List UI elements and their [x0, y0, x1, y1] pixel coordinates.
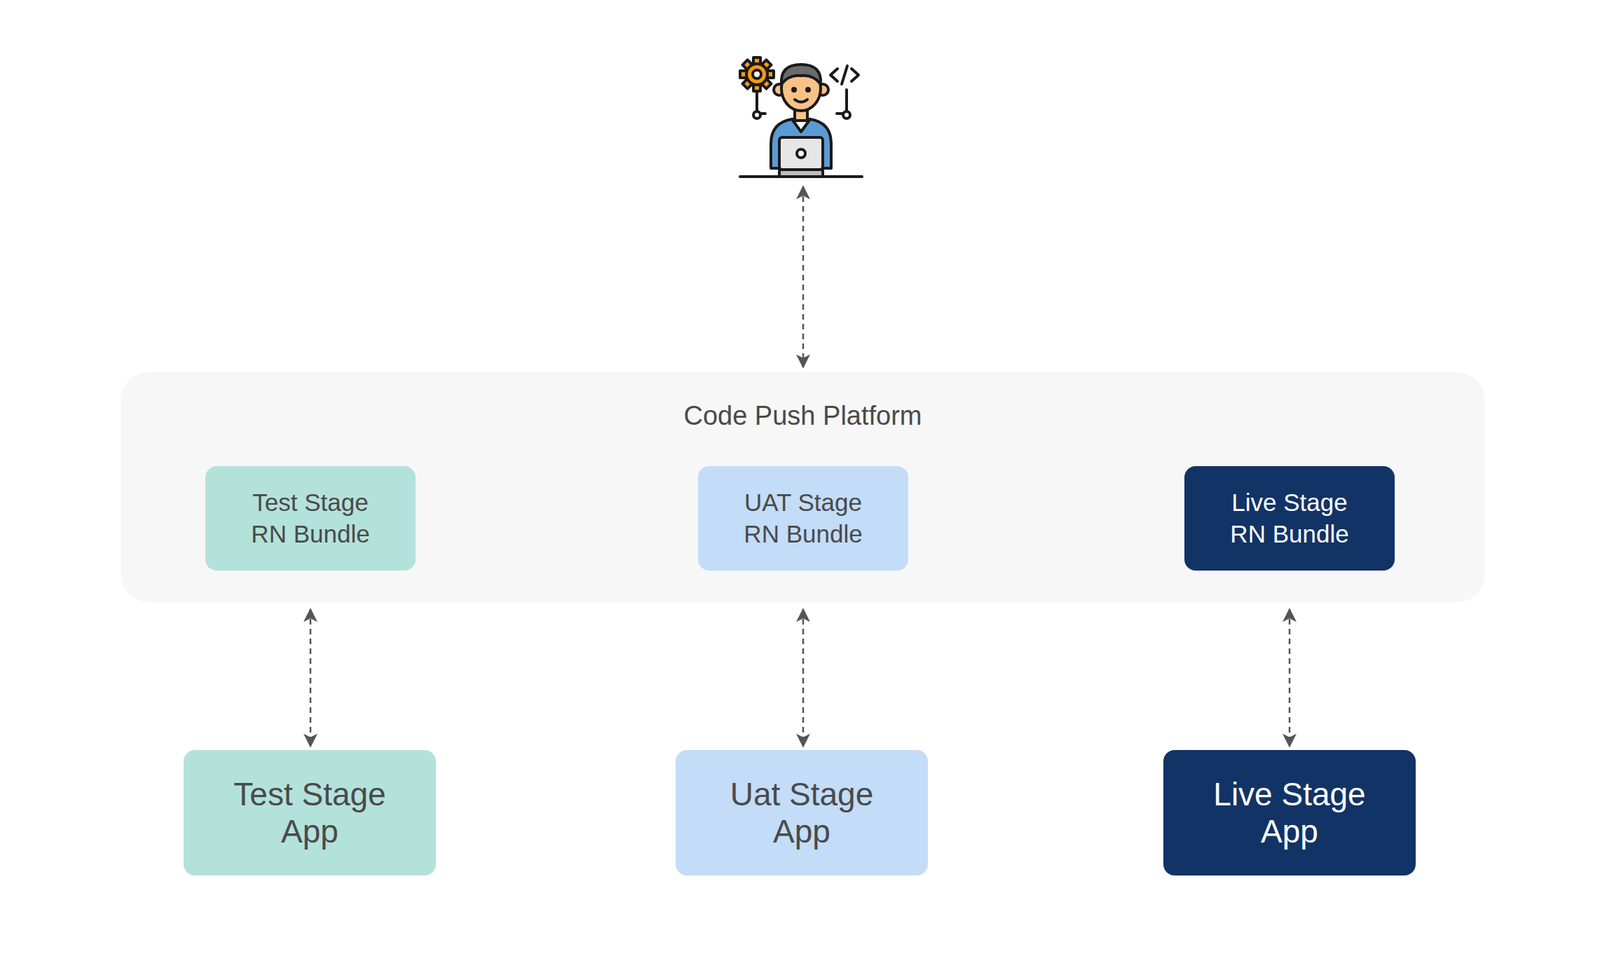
box-label: Test Stage RN Bundle	[236, 487, 385, 550]
box-label: Uat Stage App	[710, 775, 893, 850]
dashed-arrow	[802, 609, 805, 747]
app-box: Live Stage App	[1163, 749, 1416, 876]
dashed-arrow	[1288, 609, 1291, 747]
platform-panel: Code Push PlatformTest Stage RN Bundle UA…	[120, 372, 1486, 603]
dashed-arrow	[309, 609, 312, 747]
developer-link-arrow	[803, 186, 804, 368]
bundle-box: UAT Stage RN Bundle	[698, 466, 909, 571]
app-box: Uat Stage App	[675, 749, 928, 876]
box-label: Live Stage App	[1198, 775, 1381, 850]
box-label: Test Stage App	[218, 775, 401, 850]
panel-title: Code Push Platform	[120, 400, 1486, 433]
bundle-box: Live Stage RN Bundle	[1184, 466, 1395, 571]
developer-icon	[740, 57, 863, 177]
bundle-box: Test Stage RN Bundle	[205, 466, 416, 571]
box-label: Live Stage RN Bundle	[1215, 487, 1364, 550]
box-label: UAT Stage RN Bundle	[729, 487, 877, 550]
app-box: Test Stage App	[183, 749, 436, 876]
